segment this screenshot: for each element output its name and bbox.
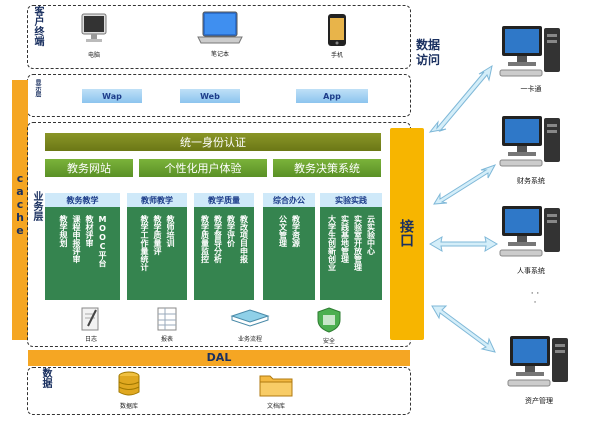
device-desktop: 电脑	[74, 10, 114, 60]
server-label: 财务系统	[517, 177, 545, 185]
tool-label: 报表	[160, 336, 173, 343]
server-hr: 人事系统	[496, 200, 566, 278]
data-region	[27, 367, 411, 415]
device-phone: 手机	[319, 12, 355, 62]
presentation-item-web: Web	[180, 89, 240, 103]
module-title: 教师教学	[127, 193, 187, 207]
sso-bar: 统一身份认证	[45, 133, 381, 151]
device-label: 笔记本	[210, 51, 229, 58]
device-label: 手机	[330, 52, 343, 59]
data-item-label: 数据库	[119, 403, 138, 410]
spreadsheet-icon	[157, 307, 177, 331]
ellipsis: · · ·	[530, 289, 540, 308]
dal-bar	[28, 350, 410, 366]
server-card-card: 一卡通	[496, 20, 566, 96]
tool-workflow: 业务流程	[228, 306, 272, 344]
client-terminal-label: 客户终端	[32, 6, 43, 46]
cache-label: cache	[16, 172, 24, 237]
folder-icon	[259, 375, 293, 397]
tool-security: 安全	[312, 306, 346, 345]
tool-log: 日志	[74, 306, 108, 344]
device-label: 电脑	[87, 52, 100, 59]
module-experiment: 云实验中心 实验室开放管理 实践基地管理 大学生创新创业	[320, 207, 382, 300]
data-item-document-store: 文档库	[256, 370, 296, 412]
computer-server-icon	[499, 206, 560, 257]
data-item-database: 数据库	[112, 370, 146, 412]
module-teacher: 教师培训 教学质量评 教学工作量统计	[127, 207, 187, 300]
server-label: 资产管理	[525, 397, 553, 405]
data-access-label: 数据访问	[416, 38, 441, 67]
shield-icon	[317, 307, 341, 333]
interface-box	[390, 128, 424, 340]
server-finance: 财务系统	[496, 110, 566, 188]
sub-module-academic-website: 教务网站	[45, 159, 133, 177]
module-teaching: MOOC平台 教材评审 课程申报评审 教学规划	[45, 207, 120, 300]
tool-label: 日志	[84, 336, 97, 343]
module-quality: 教改项目申报 教学评价 教学督导分析 教学质量监控	[194, 207, 254, 300]
server-assets: 资产管理	[504, 330, 574, 408]
server-label: 人事系统	[517, 267, 545, 275]
sub-module-decision-system: 教务决策系统	[273, 159, 381, 177]
desktop-monitor-icon	[81, 13, 107, 42]
device-laptop: 笔记本	[195, 9, 245, 61]
presentation-layer-label: 显示层	[34, 79, 41, 97]
data-label: 数据	[40, 368, 51, 388]
laptop-icon	[197, 11, 243, 44]
tool-label: 安全	[322, 338, 335, 345]
database-icon	[118, 371, 140, 396]
sub-module-personalized-experience: 个性化用户体验	[139, 159, 267, 177]
presentation-item-wap: Wap	[82, 89, 142, 103]
module-title: 教务教学	[45, 193, 120, 207]
cache-bar	[12, 80, 28, 340]
computer-server-icon	[499, 26, 560, 77]
module-office: 教学资源 公文管理	[263, 207, 315, 300]
tool-report: 报表	[150, 306, 184, 344]
server-label: 一卡通	[520, 85, 542, 93]
module-title: 教学质量	[194, 193, 254, 207]
client-terminal-region	[27, 5, 411, 69]
computer-server-icon	[507, 336, 568, 387]
computer-server-icon	[499, 116, 560, 167]
mobile-phone-icon	[328, 14, 346, 46]
notepad-pencil-icon	[81, 307, 99, 331]
business-layer-label: 业务层	[31, 191, 42, 221]
data-item-label: 文档库	[266, 403, 285, 410]
open-book-icon	[230, 309, 270, 327]
module-title: 综合办公	[263, 193, 315, 207]
dal-label: DAL	[206, 351, 232, 364]
double-arrow-icon	[428, 64, 498, 353]
tool-label: 业务流程	[237, 336, 262, 343]
interface-label: 接口	[398, 219, 414, 247]
module-title: 实验实践	[320, 193, 382, 207]
presentation-item-app: App	[296, 89, 368, 103]
